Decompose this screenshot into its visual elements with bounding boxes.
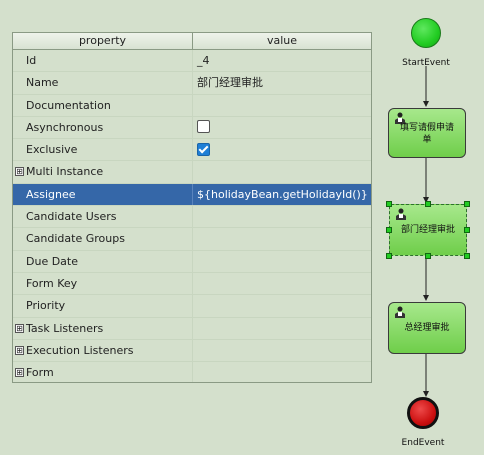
- property-column-header[interactable]: property: [13, 33, 193, 49]
- property-row-execution-listeners[interactable]: ⊞ Execution Listeners: [13, 339, 371, 363]
- priority-value[interactable]: [193, 295, 371, 316]
- property-row-due-date[interactable]: Due Date: [13, 250, 371, 273]
- expand-icon[interactable]: ⊞: [15, 167, 24, 177]
- property-row-candidate-users[interactable]: Candidate Users: [13, 206, 371, 229]
- property-label: Due Date: [13, 250, 193, 272]
- properties-grid: property value Id _4 Name 部门经理审批 Documen…: [12, 32, 372, 383]
- end-event[interactable]: [407, 397, 439, 429]
- property-label: Exclusive: [13, 139, 193, 161]
- resize-handle[interactable]: [464, 253, 470, 259]
- multi-instance-value[interactable]: [193, 161, 371, 182]
- task-general-manager-approval[interactable]: 总经理审批: [388, 302, 466, 354]
- property-label: ⊞ Execution Listeners: [13, 339, 193, 362]
- task-listeners-value[interactable]: [193, 318, 371, 339]
- property-label: ⊞ Form: [13, 362, 193, 382]
- expand-icon[interactable]: ⊞: [15, 368, 24, 378]
- property-row-priority[interactable]: Priority: [13, 295, 371, 318]
- property-row-candidate-groups[interactable]: Candidate Groups: [13, 228, 371, 251]
- property-label: Form Key: [13, 272, 193, 295]
- form-key-value[interactable]: [193, 273, 371, 294]
- user-icon: [395, 112, 405, 124]
- multi-instance-label: Multi Instance: [26, 165, 104, 179]
- user-icon: [396, 208, 406, 220]
- asynchronous-value: [193, 117, 371, 138]
- task-label: 部门经理审批: [400, 225, 455, 235]
- start-event[interactable]: [411, 18, 441, 48]
- property-row-multi-instance[interactable]: ⊞ Multi Instance: [13, 161, 371, 184]
- task-label: 填写请假申请: [399, 123, 454, 133]
- property-row-form-key[interactable]: Form Key: [13, 272, 371, 296]
- process-diagram: StartEvent 填写请假申请 单 部门经理审批 总经理审批: [378, 0, 484, 455]
- property-label: Asynchronous: [13, 116, 193, 139]
- assignee-value[interactable]: ${holidayBean.getHolidayId()}: [197, 187, 368, 201]
- id-value[interactable]: _4: [197, 54, 210, 67]
- task-label: 总经理审批: [404, 323, 450, 333]
- property-label: ⊞ Task Listeners: [13, 317, 193, 339]
- property-row-name[interactable]: Name 部门经理审批: [13, 72, 371, 95]
- execution-listeners-label: Execution Listeners: [26, 343, 134, 357]
- resize-handle[interactable]: [386, 201, 392, 207]
- resize-handle[interactable]: [464, 201, 470, 207]
- property-label: Candidate Groups: [13, 228, 193, 250]
- resize-handle[interactable]: [386, 253, 392, 259]
- end-event-label: EndEvent: [401, 438, 445, 448]
- task-listeners-label: Task Listeners: [26, 321, 104, 335]
- property-row-exclusive[interactable]: Exclusive: [13, 139, 371, 162]
- expand-icon[interactable]: ⊞: [15, 345, 24, 355]
- property-row-task-listeners[interactable]: ⊞ Task Listeners: [13, 317, 371, 340]
- property-label: Assignee: [13, 183, 193, 206]
- due-date-value[interactable]: [193, 251, 371, 272]
- property-row-documentation[interactable]: Documentation: [13, 94, 371, 117]
- resize-handle[interactable]: [386, 227, 392, 233]
- property-row-asynchronous[interactable]: Asynchronous: [13, 116, 371, 140]
- execution-listeners-value[interactable]: [193, 340, 371, 361]
- exclusive-checkbox[interactable]: [197, 142, 210, 156]
- property-label: Name: [13, 72, 193, 94]
- name-value[interactable]: 部门经理审批: [197, 76, 263, 90]
- property-label: Documentation: [13, 94, 193, 116]
- value-column-header[interactable]: value: [266, 34, 298, 47]
- resize-handle[interactable]: [425, 253, 431, 259]
- candidate-users-value[interactable]: [193, 206, 371, 227]
- asynchronous-checkbox[interactable]: [197, 120, 210, 134]
- form-value[interactable]: [193, 362, 371, 382]
- property-label: Priority: [13, 295, 193, 317]
- grid-header: property value: [13, 33, 371, 50]
- documentation-value[interactable]: [193, 95, 371, 116]
- task-department-manager-approval[interactable]: 部门经理审批: [389, 204, 467, 256]
- task-fill-leave-request[interactable]: 填写请假申请 单: [388, 108, 466, 158]
- property-label: Candidate Users: [13, 206, 193, 228]
- form-label: Form: [26, 366, 54, 380]
- resize-handle[interactable]: [464, 227, 470, 233]
- connector-lines: [423, 66, 429, 397]
- property-row-form[interactable]: ⊞ Form: [13, 362, 371, 382]
- task-label-line2: 单: [422, 135, 432, 145]
- candidate-groups-value[interactable]: [193, 228, 371, 249]
- property-row-id[interactable]: Id _4: [13, 50, 371, 73]
- property-label: ⊞ Multi Instance: [13, 161, 193, 183]
- exclusive-value: [193, 139, 371, 160]
- user-icon: [395, 306, 405, 318]
- resize-handle[interactable]: [425, 201, 431, 207]
- start-event-label: StartEvent: [402, 58, 450, 68]
- property-label: Id: [13, 50, 193, 72]
- property-row-assignee[interactable]: Assignee ${holidayBean.getHolidayId()}: [13, 183, 371, 207]
- expand-icon[interactable]: ⊞: [15, 323, 24, 333]
